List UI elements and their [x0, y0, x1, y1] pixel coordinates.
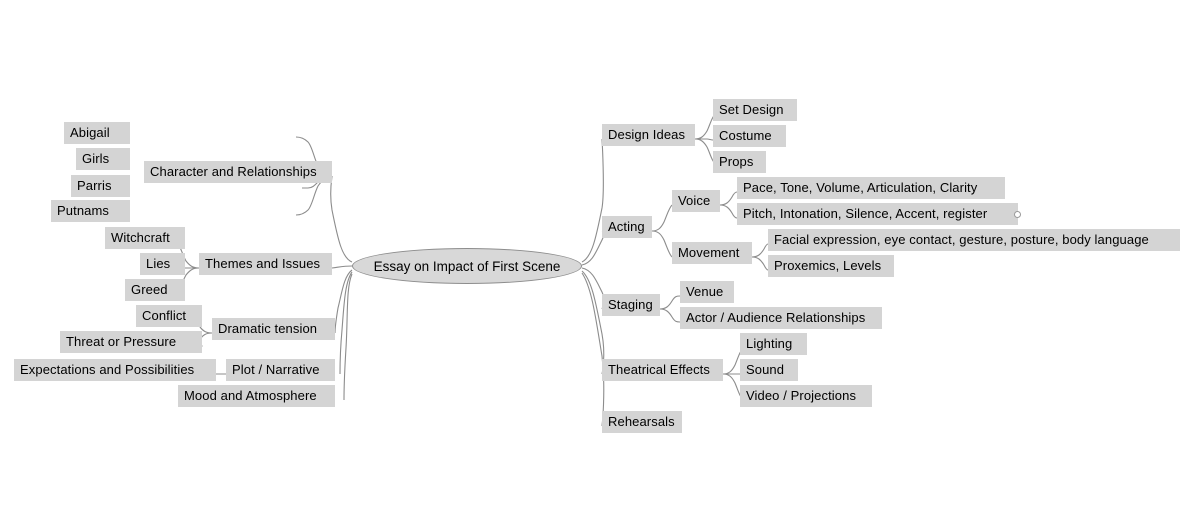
node-label: Theatrical Effects	[608, 362, 710, 377]
branch-design-ideas[interactable]: Design Ideas	[602, 124, 695, 146]
node-label: Putnams	[57, 203, 110, 218]
node-label: Set Design	[719, 102, 784, 117]
leaf-lighting[interactable]: Lighting	[740, 333, 807, 355]
node-label: Sound	[746, 362, 785, 377]
leaf-putnams[interactable]: Putnams	[51, 200, 130, 222]
node-label: Conflict	[142, 308, 187, 323]
leaf-conflict[interactable]: Conflict	[136, 305, 202, 327]
central-node-label: Essay on Impact of First Scene	[373, 258, 561, 274]
branch-acting[interactable]: Acting	[602, 216, 652, 238]
node-label: Design Ideas	[608, 127, 686, 142]
node-label: Facial expression, eye contact, gesture,…	[774, 232, 1149, 247]
node-label: Abigail	[70, 125, 110, 140]
leaf-witchcraft[interactable]: Witchcraft	[105, 227, 185, 249]
branch-rehearsals[interactable]: Rehearsals	[602, 411, 682, 433]
leaf-video-projections[interactable]: Video / Projections	[740, 385, 872, 407]
leaf-threat-or-pressure[interactable]: Threat or Pressure	[60, 331, 202, 353]
node-label: Movement	[678, 245, 740, 260]
node-label: Lighting	[746, 336, 793, 351]
node-label: Voice	[678, 193, 711, 208]
node-label: Parris	[77, 178, 112, 193]
node-label: Staging	[608, 297, 653, 312]
node-label: Proxemics, Levels	[774, 258, 882, 273]
node-label: Props	[719, 154, 754, 169]
branch-staging[interactable]: Staging	[602, 294, 660, 316]
branch-plot-narrative[interactable]: Plot / Narrative	[226, 359, 335, 381]
node-label: Witchcraft	[111, 230, 170, 245]
node-handle-icon[interactable]	[1014, 211, 1021, 218]
leaf-actor-audience-relationships[interactable]: Actor / Audience Relationships	[680, 307, 882, 329]
node-label: Pitch, Intonation, Silence, Accent, regi…	[743, 206, 988, 221]
leaf-expectations-and-possibilities[interactable]: Expectations and Possibilities	[14, 359, 216, 381]
subbranch-voice[interactable]: Voice	[672, 190, 720, 212]
leaf-movement-qualities-2[interactable]: Proxemics, Levels	[768, 255, 894, 277]
central-node[interactable]: Essay on Impact of First Scene	[352, 248, 582, 284]
leaf-girls[interactable]: Girls	[76, 148, 130, 170]
leaf-movement-qualities-1[interactable]: Facial expression, eye contact, gesture,…	[768, 229, 1180, 251]
branch-dramatic-tension[interactable]: Dramatic tension	[212, 318, 335, 340]
leaf-voice-qualities-1[interactable]: Pace, Tone, Volume, Articulation, Clarit…	[737, 177, 1005, 199]
node-label: Pace, Tone, Volume, Articulation, Clarit…	[743, 180, 978, 195]
node-label: Plot / Narrative	[232, 362, 320, 377]
node-label: Dramatic tension	[218, 321, 318, 336]
node-label: Costume	[719, 128, 772, 143]
leaf-props[interactable]: Props	[713, 151, 766, 173]
branch-mood-and-atmosphere[interactable]: Mood and Atmosphere	[178, 385, 335, 407]
leaf-voice-qualities-2[interactable]: Pitch, Intonation, Silence, Accent, regi…	[737, 203, 1018, 225]
leaf-greed[interactable]: Greed	[125, 279, 185, 301]
leaf-abigail[interactable]: Abigail	[64, 122, 130, 144]
node-label: Venue	[686, 284, 724, 299]
leaf-venue[interactable]: Venue	[680, 281, 734, 303]
node-label: Threat or Pressure	[66, 334, 177, 349]
node-label: Rehearsals	[608, 414, 675, 429]
branch-themes-and-issues[interactable]: Themes and Issues	[199, 253, 332, 275]
node-label: Expectations and Possibilities	[20, 362, 195, 377]
node-label: Greed	[131, 282, 168, 297]
leaf-parris[interactable]: Parris	[71, 175, 130, 197]
node-label: Girls	[82, 151, 110, 166]
branch-theatrical-effects[interactable]: Theatrical Effects	[602, 359, 723, 381]
node-label: Acting	[608, 219, 645, 234]
node-label: Character and Relationships	[150, 164, 317, 179]
node-label: Video / Projections	[746, 388, 857, 403]
leaf-sound[interactable]: Sound	[740, 359, 798, 381]
leaf-set-design[interactable]: Set Design	[713, 99, 797, 121]
leaf-costume[interactable]: Costume	[713, 125, 786, 147]
node-label: Mood and Atmosphere	[184, 388, 317, 403]
branch-character-and-relationships[interactable]: Character and Relationships	[144, 161, 332, 183]
leaf-lies[interactable]: Lies	[140, 253, 185, 275]
node-label: Actor / Audience Relationships	[686, 310, 866, 325]
subbranch-movement[interactable]: Movement	[672, 242, 752, 264]
node-label: Themes and Issues	[205, 256, 321, 271]
node-label: Lies	[146, 256, 171, 271]
